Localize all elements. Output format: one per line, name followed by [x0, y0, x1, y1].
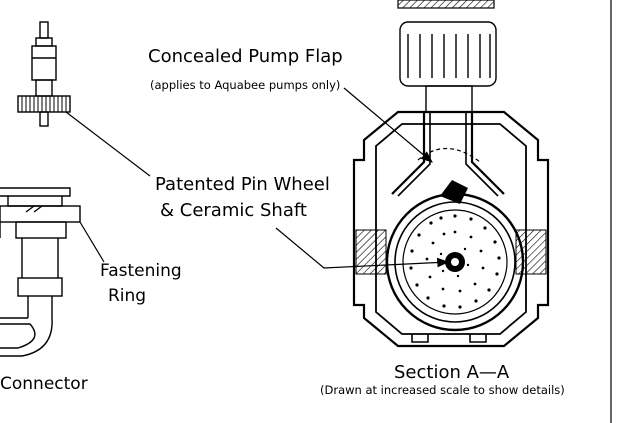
fastening-ring-label-line1: Fastening: [100, 261, 182, 281]
pin-wheel-label-line2: & Ceramic Shaft: [160, 200, 307, 221]
pump-flap-note: (applies to Aquabee pumps only): [150, 78, 340, 92]
pump-flap-leader: [343, 87, 433, 163]
section-note: (Drawn at increased scale to show detail…: [320, 383, 565, 397]
pin-wheel-shaft-drawing: [17, 21, 71, 127]
pump-section-drawing: [352, 0, 550, 348]
pin-wheel-leader-bottom: [275, 227, 450, 269]
section-title: Section A—A: [394, 362, 510, 383]
pump-flap-title: Concealed Pump Flap: [148, 46, 343, 67]
connector-assembly-drawing: [0, 187, 81, 357]
fastening-ring-label-line2: Ring: [108, 286, 146, 306]
pin-wheel-leader-top: [65, 111, 151, 177]
connector-label: Connector: [0, 374, 88, 394]
pin-wheel-label-line1: Patented Pin Wheel: [155, 174, 330, 195]
fastening-ring-leader: [79, 221, 105, 263]
